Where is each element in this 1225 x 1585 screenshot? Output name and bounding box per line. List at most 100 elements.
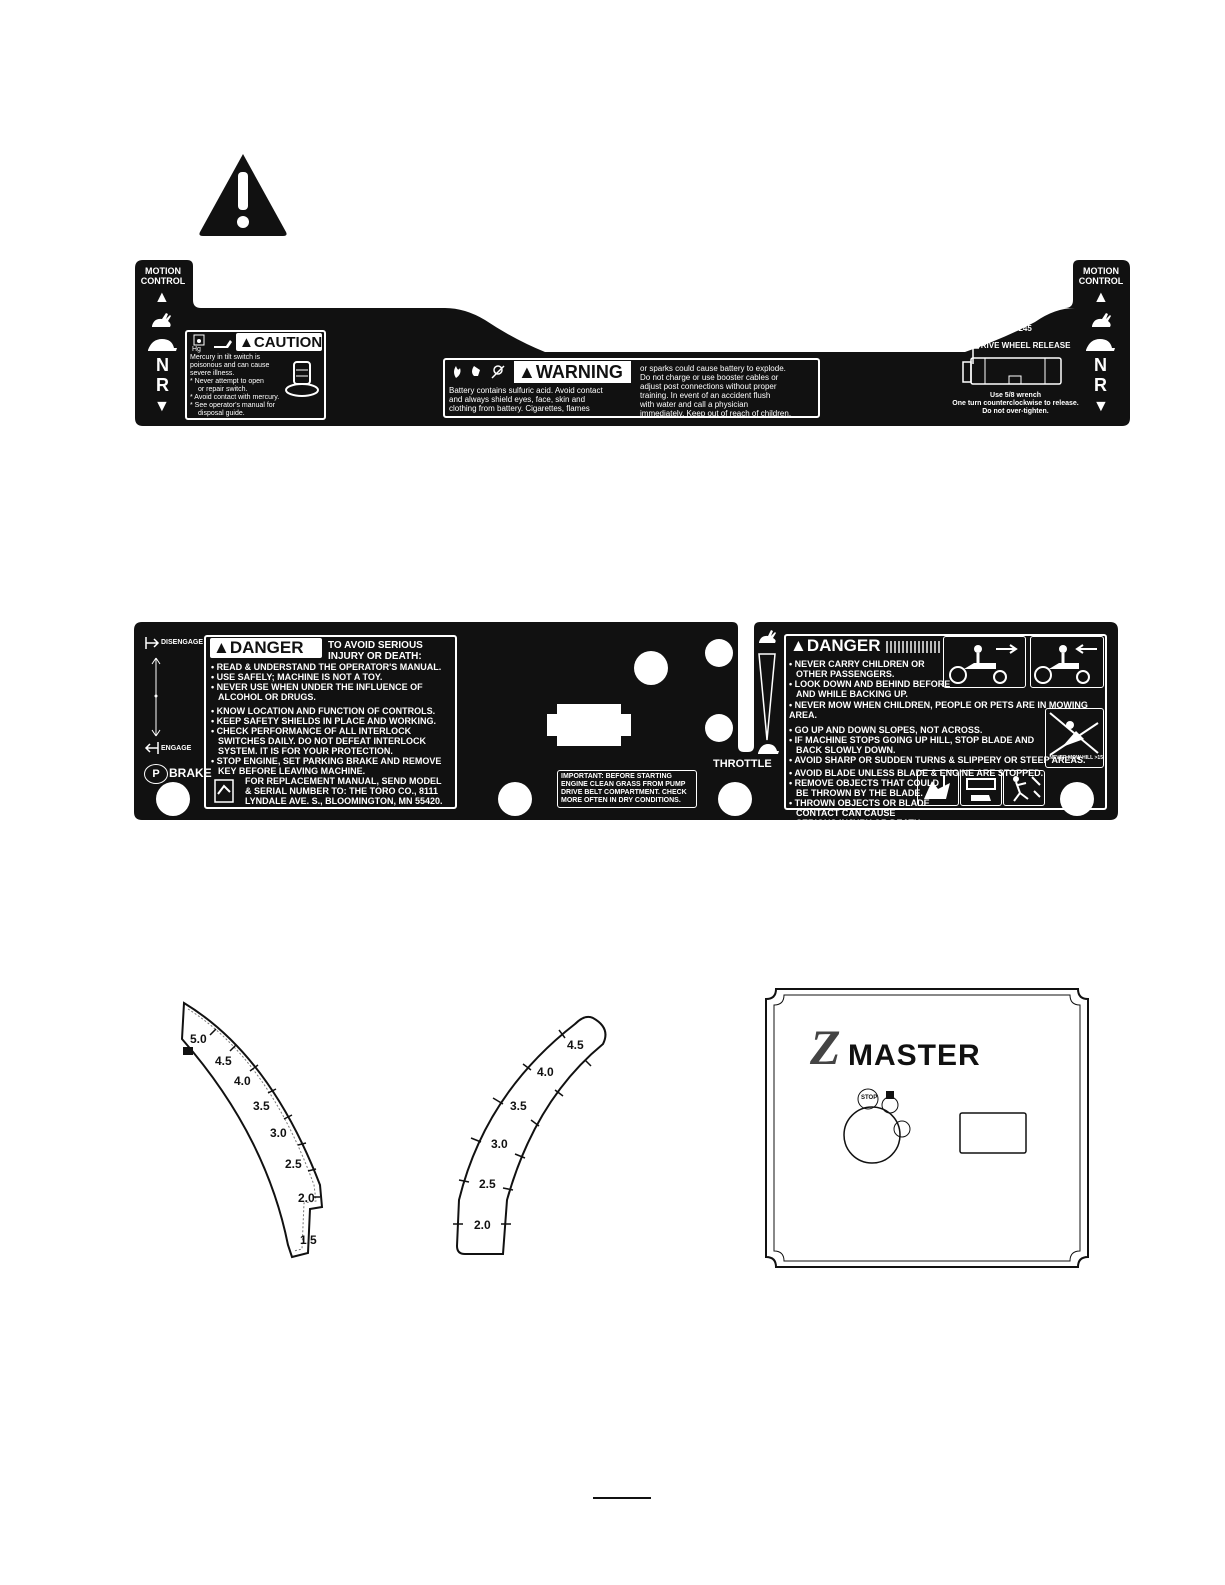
list-item: BACK SLOWLY DOWN. [796,745,896,755]
warning-title: ▲WARNING [518,362,623,382]
warning-line: adjust post connections without proper [640,382,777,391]
caution-line: * See operator's manual for [190,402,275,409]
part-number: 103-0245 [998,324,1032,333]
mounting-hole [705,714,733,742]
height-scale-left [180,1001,324,1259]
danger-footer-left: FOR REPLACEMENT MANUAL, SEND MODEL & SER… [245,776,457,806]
neutral-letter-left: N [156,355,169,375]
arrow-up-icon: ▲ [154,289,170,306]
list-item: • CHECK PERFORMANCE OF ALL INTERLOCK [211,726,412,736]
scale-mark-3-0: 3.0 [491,1137,508,1151]
slope-warning-picto [1045,708,1104,768]
caution-line: disposal guide. [198,410,245,417]
zmaster-logo-text: MASTER [848,1039,981,1072]
slope-picto-label: NEVER MOW HILL >15 [1049,755,1103,761]
footer-line: LYNDALE AVE. S., BLOOMINGTON, MN 55420. [245,796,443,806]
engage-label: ENGAGE [161,745,192,752]
parking-brake-icon: P [144,764,168,784]
scale-mark-4-0: 4.0 [234,1074,251,1088]
mower-reverse-picto [1030,636,1104,688]
danger-title-right: ▲DANGER [790,636,881,656]
caution-title-text: CAUTION [253,334,323,351]
warning-line: or sparks could cause battery to explode… [640,364,786,373]
list-item: SERIOUS INJURY OR DEATH [796,818,921,828]
warning-line: with water and call a physician [640,400,749,409]
caution-line: or repair switch. [198,386,248,393]
hand-blade-picto [917,770,959,806]
list-item: • READ & UNDERSTAND THE OPERATOR'S MANUA… [211,662,442,672]
drive-wheel-release-title: DRIVE WHEEL RELEASE [975,341,1071,350]
list-item: • IF MACHINE STOPS GOING UP HILL, STOP B… [789,735,1035,745]
release-line: Use 5/8 wrench [990,392,1041,399]
drive-wheel-release-text: Use 5/8 wrench One turn counterclockwise… [948,392,1083,416]
release-line: Do not over-tighten. [982,408,1049,415]
zmaster-panel [765,988,1089,1268]
list-item: • NEVER CARRY CHILDREN OR [789,659,925,669]
arrow-down-icon: ▼ [1093,398,1109,415]
list-item: • AVOID SHARP OR SUDDEN TURNS & SLIPPERY… [789,755,1086,765]
list-item: • AVOID BLADE UNLESS BLADE & ENGINE ARE … [789,768,1044,778]
rabbit-icon [152,313,171,327]
scale-mark-2-0: 2.0 [298,1191,315,1205]
danger-box-left [204,635,457,809]
motion-control-title-right: MOTION CONTROL [1078,266,1124,286]
caution-line: severe illness. [190,370,235,377]
scale-mark-4-0: 4.0 [537,1065,554,1079]
drive-wheel-release-diagram [962,347,1062,385]
list-item: CONTACT CAN CAUSE [796,808,896,818]
list-item: KEY BEFORE LEAVING MACHINE. [218,766,366,776]
height-scale-right [453,1015,607,1255]
battery-hazard-icons [454,365,505,379]
list-item: • REMOVE OBJECTS THAT COULD [789,778,939,788]
hg-label: Hg [192,346,201,353]
danger-list-right: • NEVER CARRY CHILDREN OR OTHER PASSENGE… [789,659,1104,828]
motion-control-title-left: MOTION CONTROL [140,266,186,286]
warning-text-left: Battery contains sulfuric acid. Avoid co… [449,386,639,413]
caution-box [185,330,326,420]
release-line: One turn counterclockwise to release. [952,400,1079,407]
reverse-letter-right: R [1094,375,1107,395]
list-item: • THROWN OBJECTS OR BLADE [789,798,930,808]
engage-icon [144,742,159,754]
scale-mark-2-5: 2.5 [285,1157,302,1171]
mounting-hole [705,639,733,667]
reverse-letter-left: R [156,375,169,395]
warning-title-bar [514,361,631,383]
foot-blade-picto [960,770,1002,806]
warning-line: Battery contains sulfuric acid. Avoid co… [449,386,603,395]
mower-forward-picto [943,636,1026,688]
tilt-switch-icon [285,361,319,397]
turtle-icon [1086,339,1115,351]
caution-text: Mercury in tilt switch is poisonous and … [190,354,290,418]
important-line: ENGINE CLEAN GRASS FROM PUMP [561,781,686,788]
warning-title-text: WARNING [535,362,623,382]
list-item: • LOOK DOWN AND BEHIND BEFORE [789,679,951,689]
caution-line: poisonous and can cause [190,362,270,369]
list-item: • STOP ENGINE, SET PARKING BRAKE AND REM… [211,756,442,766]
scale-mark-5-0: 5.0 [190,1032,207,1046]
warning-line: training. In event of an accident flush [640,391,771,400]
danger-title-bar-left [210,638,322,658]
warning-line: clothing from battery. Cigarettes, flame… [449,404,590,413]
turtle-icon [758,744,779,754]
alert-triangle-icon: ▲ [213,638,230,657]
warning-line: Do not charge or use booster cables or [640,373,779,382]
scale-mark-4-5: 4.5 [215,1054,232,1068]
scale-mark-1-5: 1.5 [300,1233,317,1247]
warning-line: and always shield eyes, face, skin and [449,395,586,404]
stop-label: STOP [861,1095,878,1101]
warning-triangle-icon [199,154,287,236]
thrown-objects-picto [1003,770,1045,806]
caution-line: * Avoid contact with mercury. [190,394,280,401]
rabbit-icon [759,630,776,643]
mounting-hole [718,782,752,816]
manual-icon [214,779,234,803]
throttle-label: THROTTLE [713,758,772,770]
list-item: • NEVER USE WHEN UNDER THE INFLUENCE OF [211,682,423,692]
brake-label: BRAKE [169,766,212,780]
scale-mark-3-5: 3.5 [510,1099,527,1113]
list-item: SYSTEM. IT IS FOR YOUR PROTECTION. [218,746,393,756]
arrow-up-icon: ▲ [1093,289,1109,306]
scale-mark-2-0: 2.0 [474,1218,491,1232]
arrow-down-icon: ▼ [154,398,170,415]
